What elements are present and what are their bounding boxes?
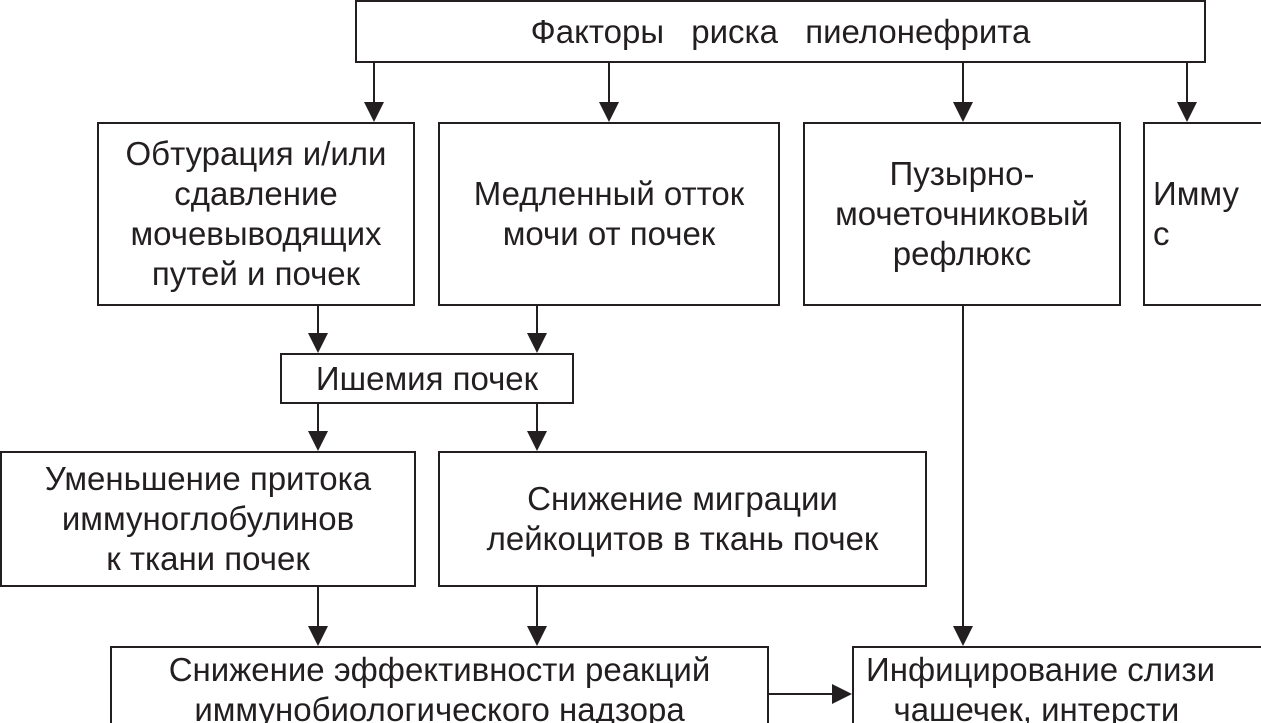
arrowhead-inflow: [308, 431, 328, 451]
arrowhead-immune: [1177, 102, 1197, 122]
node-slow-outflow: Медленный отток мочи от почек: [438, 122, 780, 306]
node-infection-label: Инфицирование слизи чашечек, интерсти: [866, 651, 1216, 723]
node-ischemia-label: Ишемия почек: [315, 359, 539, 397]
node-immune-label: Имму с: [1153, 175, 1239, 252]
arrowhead-ischemia-left: [308, 333, 328, 353]
arrowhead-reflux: [953, 102, 973, 122]
node-infection: Инфицирование слизи чашечек, интерсти: [852, 646, 1261, 723]
arrowhead-migration: [527, 431, 547, 451]
arrowhead-infection-left: [832, 684, 852, 704]
node-reduced-migration-label: Снижение миграции лейкоцитов в ткань поч…: [486, 480, 879, 557]
node-ischemia: Ишемия почек: [280, 353, 574, 404]
node-reduced-efficiency: Снижение эффективности реакций иммунобио…: [110, 646, 769, 723]
node-reduced-migration: Снижение миграции лейкоцитов в ткань поч…: [438, 451, 927, 587]
node-risk-factors-label: Факторы риска пиелонефрита: [530, 12, 1031, 50]
node-reflux-label: Пузырно- мочеточниковый рефлюкс: [835, 155, 1089, 272]
node-obstruction: Обтурация и/или сдавление мочевыводящих …: [97, 122, 415, 306]
node-slow-outflow-label: Медленный отток мочи от почек: [473, 175, 745, 252]
node-immune: Имму с: [1143, 122, 1261, 306]
arrowhead-efficiency-right: [527, 626, 547, 646]
node-reflux: Пузырно- мочеточниковый рефлюкс: [803, 122, 1121, 306]
node-reduced-efficiency-label: Снижение эффективности реакций иммунобио…: [168, 651, 711, 723]
arrowhead-efficiency-left: [308, 626, 328, 646]
arrowhead-infection-top: [953, 626, 973, 646]
node-reduced-inflow-label: Уменьшение притока иммуноглобулинов к тк…: [44, 460, 372, 577]
arrowhead-ischemia-right: [527, 333, 547, 353]
node-obstruction-label: Обтурация и/или сдавление мочевыводящих …: [125, 135, 387, 292]
node-reduced-inflow: Уменьшение притока иммуноглобулинов к тк…: [0, 451, 416, 587]
arrowhead-slow-outflow: [599, 102, 619, 122]
arrowhead-obstruction: [364, 102, 384, 122]
node-risk-factors: Факторы риска пиелонефрита: [355, 0, 1206, 63]
